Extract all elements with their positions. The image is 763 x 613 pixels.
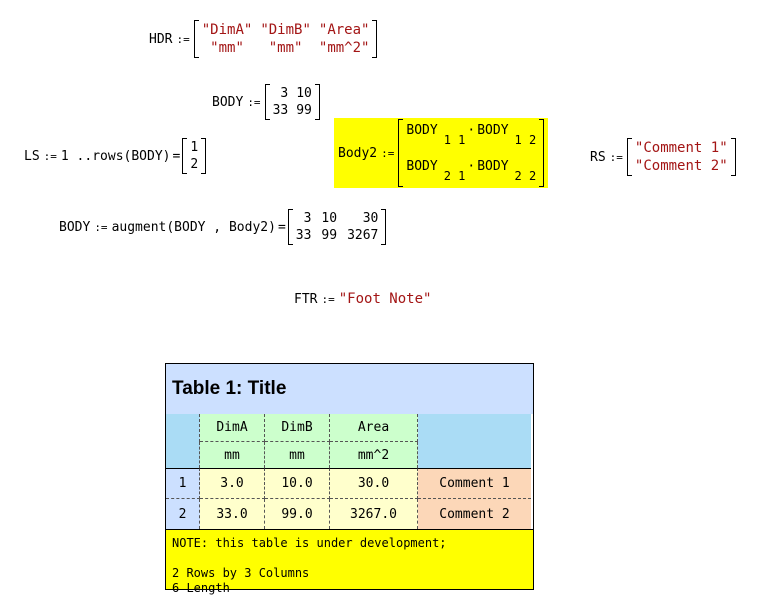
hdr-matrix: "DimA" "DimB" "Area" "mm" "mm" "mm^2"	[193, 20, 378, 58]
side-header-cell	[418, 414, 531, 442]
rs-cell: "Comment 2"	[634, 158, 728, 174]
define-operator: :=	[321, 292, 335, 306]
corner-cell	[166, 414, 200, 442]
data-cell: 33.0	[200, 499, 265, 529]
define-operator: :=	[94, 220, 108, 234]
rs-matrix: "Comment 1" "Comment 2"	[626, 138, 736, 176]
ls-expression: 1 ..rows(BODY)	[60, 148, 171, 164]
hdr-cell: "mm"	[210, 40, 244, 56]
ls-cell: 2	[190, 157, 199, 172]
augment-definition[interactable]: BODY := augment(BODY , Body2) = 3 10 30 …	[59, 209, 387, 245]
augment-cell: 3267	[347, 228, 379, 243]
augment-cell: 3	[303, 211, 312, 226]
unit-header: mm^2	[330, 442, 418, 468]
hdr-cell: "DimB"	[260, 22, 311, 38]
equals-sign: =	[172, 148, 181, 164]
data-cell: 30.0	[330, 468, 418, 499]
data-cell: 10.0	[265, 468, 330, 499]
footer-line: NOTE: this table is under development;	[172, 536, 447, 550]
body-definition[interactable]: BODY := 3 10 33 99	[212, 84, 320, 120]
column-header: DimB	[265, 414, 330, 442]
corner-cell	[166, 442, 200, 468]
body2-cell: BODY2 1·BODY2 2	[406, 159, 537, 183]
augment-cell: 99	[321, 228, 338, 243]
row-number: 1	[166, 468, 200, 499]
table-grid: DimA DimB Area mm mm mm^2 1 3.0 10.0 30.…	[166, 414, 533, 529]
column-header: DimA	[200, 414, 265, 442]
rs-definition[interactable]: RS := "Comment 1" "Comment 2"	[590, 138, 736, 176]
body-cell: 3	[280, 86, 289, 101]
body-cell: 10	[296, 86, 312, 101]
define-operator: :=	[381, 146, 395, 160]
hdr-cell: "Area"	[318, 22, 370, 38]
augment-lhs: BODY	[59, 219, 91, 235]
row-number: 2	[166, 499, 200, 529]
define-operator: :=	[176, 32, 190, 46]
hdr-name: HDR	[149, 31, 173, 47]
footer-line: 2 Rows by 3 Columns	[172, 566, 310, 580]
hdr-cell: "mm^2"	[318, 40, 370, 56]
body2-name: Body2	[338, 145, 378, 161]
data-cell: 99.0	[265, 499, 330, 529]
formatted-table[interactable]: Table 1: Title DimA DimB Area mm mm mm^2…	[165, 363, 534, 595]
footer-line	[172, 551, 527, 566]
augment-cell: 33	[295, 228, 312, 243]
body-name: BODY	[212, 94, 244, 110]
define-operator: :=	[43, 149, 57, 163]
augment-expression: augment(BODY , Body2)	[111, 219, 276, 235]
rs-cell: "Comment 1"	[634, 140, 728, 156]
hdr-cell: "mm"	[268, 40, 303, 56]
data-cell: 3267.0	[330, 499, 418, 529]
augment-cell: 30	[362, 211, 379, 226]
augment-result-matrix: 3 10 30 33 99 3267	[287, 209, 387, 245]
data-cell: 3.0	[200, 468, 265, 499]
ftr-value: "Foot Note"	[338, 291, 432, 307]
body-matrix: 3 10 33 99	[264, 84, 320, 120]
body-cell: 99	[296, 103, 312, 118]
define-operator: :=	[247, 95, 261, 109]
unit-header: mm	[265, 442, 330, 468]
ls-cell: 1	[190, 140, 199, 155]
augment-cell: 10	[321, 211, 338, 226]
equals-sign: =	[277, 219, 286, 235]
comment-cell: Comment 2	[418, 499, 531, 529]
ftr-definition[interactable]: FTR := "Foot Note"	[294, 291, 431, 307]
body-cell: 33	[272, 103, 289, 118]
define-operator: :=	[609, 150, 623, 164]
hdr-definition[interactable]: HDR := "DimA" "DimB" "Area" "mm" "mm" "m…	[149, 20, 378, 58]
ls-result-matrix: 1 2	[182, 138, 207, 174]
rs-name: RS	[590, 149, 606, 165]
body2-cell: BODY1 1·BODY1 2	[406, 123, 537, 147]
body2-definition[interactable]: Body2 := BODY1 1·BODY1 2 BODY2 1·BODY2 2	[334, 118, 549, 188]
unit-header: mm	[200, 442, 265, 468]
ls-definition[interactable]: LS := 1 ..rows(BODY) = 1 2	[24, 138, 207, 174]
ls-name: LS	[24, 148, 40, 164]
table-title: Table 1: Title	[166, 364, 533, 414]
column-header: Area	[330, 414, 418, 442]
ftr-name: FTR	[294, 291, 318, 307]
footer-line: 6 Length	[172, 581, 230, 595]
side-header-cell	[418, 442, 531, 468]
table-footer: NOTE: this table is under development; 2…	[166, 529, 533, 595]
body2-matrix: BODY1 1·BODY1 2 BODY2 1·BODY2 2	[398, 119, 545, 187]
hdr-cell: "DimA"	[201, 22, 253, 38]
comment-cell: Comment 1	[418, 468, 531, 499]
